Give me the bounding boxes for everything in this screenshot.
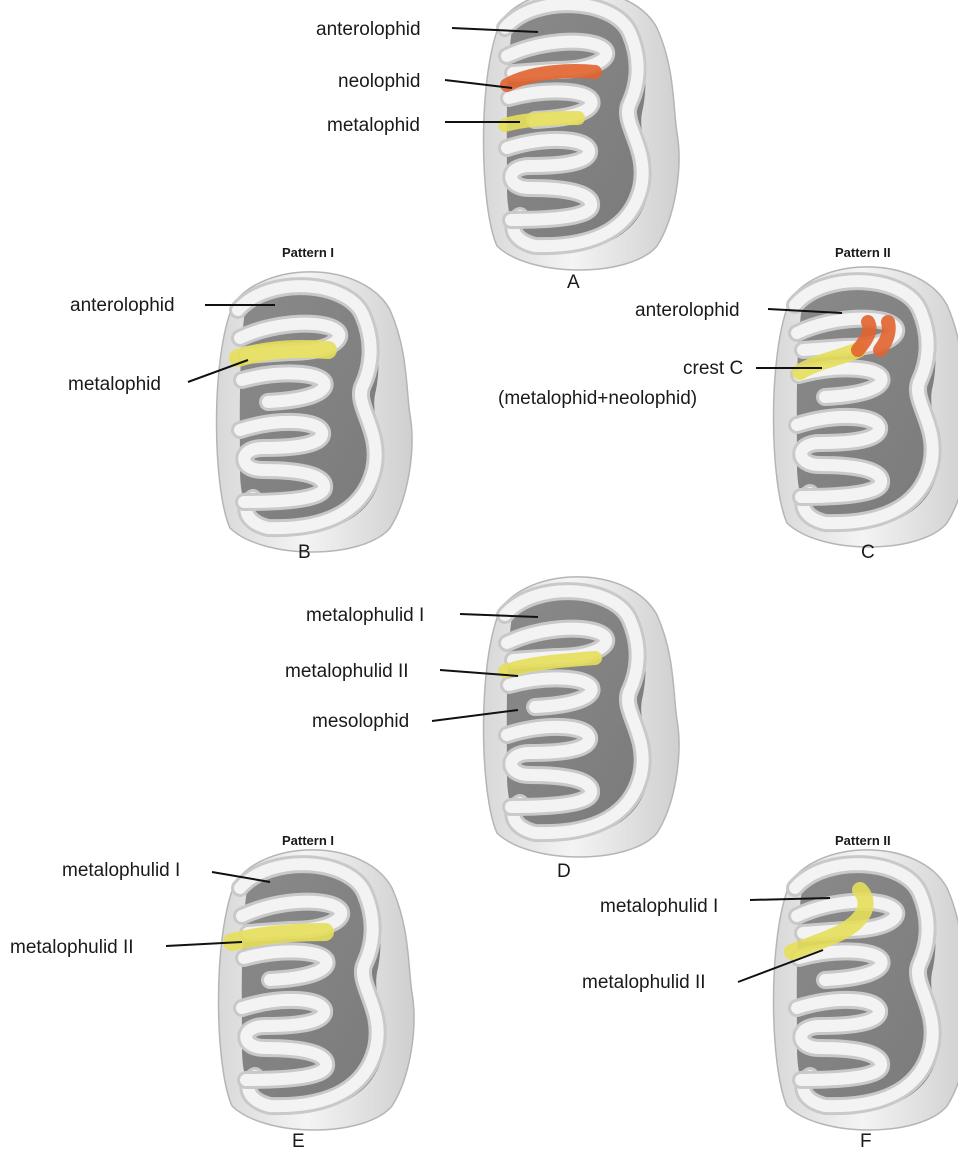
molar-b [217,272,412,552]
pattern-label-e: Pattern I [282,833,334,848]
pattern-label-b: Pattern I [282,245,334,260]
label-neolophid: neolophid [338,71,420,92]
label-metalophid-b: metalophid [68,374,161,395]
label-metalophulid-i-f: metalophulid I [600,896,718,917]
label-metalophulid-i-d: metalophulid I [306,605,424,626]
label-anterolophid-b: anterolophid [70,295,175,316]
panel-letter-a: A [567,272,580,293]
label-metalophid-a: metalophid [327,115,420,136]
label-metalophulid-ii-d: metalophulid II [285,661,409,682]
molar-e [219,850,414,1130]
label-metalophulid-ii-e: metalophulid II [10,937,134,958]
label-metalophulid-i-e: metalophulid I [62,860,180,881]
label-crest-c: crest C [683,358,743,379]
panel-letter-d: D [557,861,571,882]
panel-letter-c: C [861,542,875,563]
panel-b: Pattern I anterolophid metalophid B [68,245,412,563]
panel-f: Pattern II metalophulid I metalophulid I… [582,833,958,1152]
molar-a [484,0,679,270]
label-metalophulid-ii-f: metalophulid II [582,972,706,993]
panel-letter-f: F [860,1131,872,1152]
panel-letter-e: E [292,1131,305,1152]
label-anterolophid-a: anterolophid [316,19,421,40]
label-anterolophid-c: anterolophid [635,300,740,321]
panel-e: Pattern I metalophulid I metalophulid II… [10,833,414,1152]
label-crest-c-note: (metalophid+neolophid) [498,388,697,409]
metalophulid-ii-highlight-e [232,932,325,942]
panel-d: metalophulid I metalophulid II mesolophi… [285,577,679,882]
pattern-label-f: Pattern II [835,833,891,848]
panel-a: anterolophid neolophid metalophid A [316,0,679,293]
pattern-label-c: Pattern II [835,245,891,260]
label-mesolophid: mesolophid [312,711,409,732]
panel-letter-b: B [298,542,311,563]
molar-c [774,267,958,547]
metalophid-highlight-b [238,349,328,358]
molar-d [484,577,679,857]
